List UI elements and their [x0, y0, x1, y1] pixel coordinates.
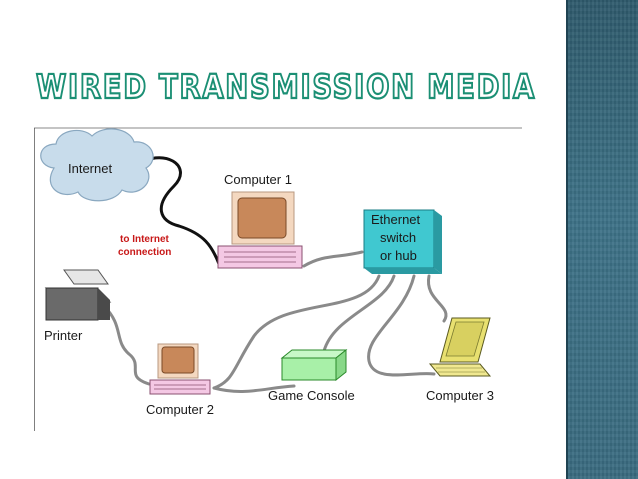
sidebar-edge — [566, 0, 569, 479]
cable-printer-computer2 — [102, 304, 151, 386]
cable-switch-console — [322, 274, 396, 353]
connection-label-line2: connection — [118, 247, 171, 258]
console-label: Game Console — [268, 388, 355, 403]
decorative-sidebar — [568, 0, 638, 479]
network-diagram: Internet to Internet connection Computer… — [33, 126, 522, 431]
internet-cable — [132, 156, 221, 266]
computer2-icon — [149, 343, 211, 395]
computer3-laptop-icon — [428, 317, 492, 377]
cable-switch-loop — [427, 274, 448, 323]
computer3-label: Computer 3 — [426, 388, 494, 403]
printer-label: Printer — [44, 328, 83, 343]
gray-cables — [102, 250, 448, 393]
connection-label-line1: to Internet — [120, 234, 170, 245]
ethernet-switch-icon — [363, 209, 442, 274]
cable-switch-computer3 — [367, 274, 436, 377]
computer2-label: Computer 2 — [146, 402, 214, 417]
slide-title-text: WIRED TRANSMISSION MEDIA — [36, 67, 536, 106]
switch-label-line1: Ethernet — [371, 212, 421, 227]
switch-label-line3: or hub — [380, 248, 417, 263]
computer1-icon — [217, 191, 303, 269]
game-console-icon — [280, 348, 348, 382]
cable-computer2-console — [212, 384, 296, 393]
internet-label: Internet — [68, 161, 112, 176]
printer-icon — [44, 269, 112, 321]
slide-title: WIRED TRANSMISSION MEDIA — [35, 62, 556, 107]
cable-computer1-switch — [302, 250, 364, 268]
internet-cloud-icon — [40, 128, 154, 202]
switch-label-line2: switch — [380, 230, 416, 245]
cable-switch-computer2 — [212, 274, 381, 390]
computer1-label: Computer 1 — [224, 172, 292, 187]
